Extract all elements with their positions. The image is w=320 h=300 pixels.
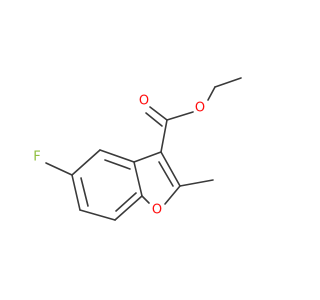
bond-c5-f [45,162,73,176]
bond-carbonyl-o-double-b [145,112,163,127]
bond-c3-c2-inner [158,161,174,187]
bond-c3a-c4-inner [104,159,131,170]
bond-c2-o1 [164,185,181,205]
bond-c5-c6 [71,174,81,211]
bond-o1-c7a [141,195,150,204]
bond-c5-c6-inner [80,177,89,207]
bond-c4-c5 [71,149,101,176]
bond-carbonyl-o-double-a [149,106,168,121]
bond-c7a-c3a [133,161,143,197]
bond-carbonyl-o-ester [166,111,194,121]
bond-ethyl-ch2-ch3 [214,77,242,88]
structure-canvas: O O O F [33,77,242,221]
bond-c3-carbonyl [160,119,168,153]
bond-c3-c2 [160,151,181,187]
bond-o-ethyl-ch2 [207,86,216,101]
ring-oxygen-label: O [152,203,162,218]
bond-c2-methyl [179,179,214,187]
bond-c3a-c4 [99,149,135,163]
carbonyl-oxygen-label: O [139,94,149,109]
bond-c6-c7 [79,209,116,221]
bond-c7-c7a [114,195,143,221]
molecule-drawing: O O O F [33,77,242,221]
fluorine-label: F [33,150,40,165]
bond-c3a-c3 [133,151,162,163]
bond-c7-c7a-inner [115,192,137,212]
ester-oxygen-label: O [195,101,205,116]
